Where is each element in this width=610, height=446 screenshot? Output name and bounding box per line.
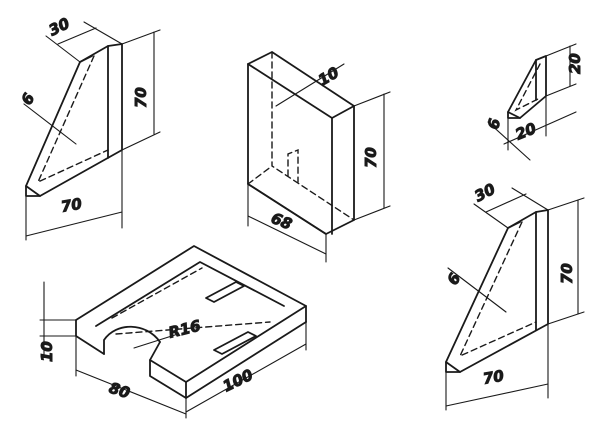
dim-sr-height: 20	[566, 53, 584, 74]
dim-br-top: 30	[471, 180, 498, 206]
part-base-plate: 10 R16 80 100	[38, 245, 307, 419]
dim-bp-length: 100	[220, 366, 256, 396]
dim-br-base: 70	[482, 367, 506, 388]
part-top-left-rib: 30 70 6 70	[17, 14, 161, 241]
dim-tl-thickness: 6	[18, 90, 39, 108]
dim-cp-height: 70	[362, 147, 380, 168]
dim-br-height: 70	[558, 263, 576, 284]
dim-tl-base: 70	[60, 195, 84, 216]
dim-tl-top: 30	[46, 14, 73, 39]
drawing-ink: 30 70 6 70 10 70	[17, 14, 585, 419]
dim-bp-height: 10	[38, 341, 56, 362]
dim-bp-depth: 80	[107, 379, 132, 403]
dim-bp-radius: R16	[167, 317, 203, 342]
part-small-rib: 20 20 6	[484, 43, 585, 161]
part-bottom-right-rib: 30 70 6 70	[443, 179, 585, 411]
dim-cp-width: 68	[269, 209, 295, 234]
dim-sr-thickness: 6	[484, 117, 504, 131]
dim-tl-height: 70	[132, 87, 150, 108]
dim-sr-base: 20	[513, 119, 539, 144]
part-center-plate: 10 70 68	[247, 51, 391, 263]
